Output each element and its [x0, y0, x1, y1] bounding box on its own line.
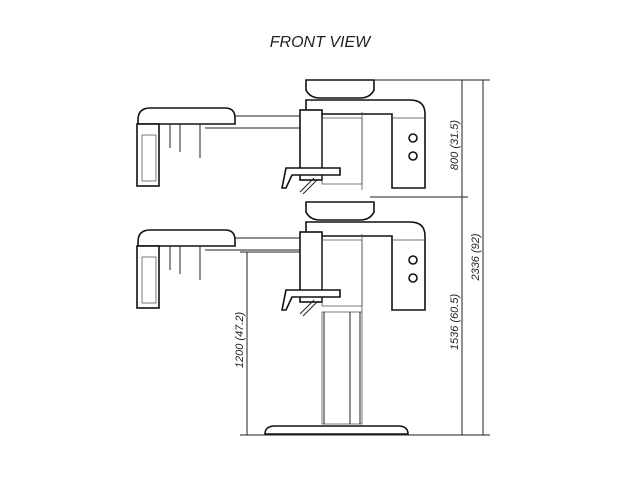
dimension-lines — [240, 79, 490, 436]
dim-1536: 1536 (60.5) — [449, 294, 461, 351]
drawing-title: FRONT VIEW — [269, 34, 371, 51]
upper-unit — [136, 79, 426, 195]
dim-800: 800 (31.5) — [449, 120, 461, 170]
column — [264, 311, 409, 435]
dim-1200: 1200 (47.2) — [234, 312, 246, 369]
dim-2336: 2336 (92) — [470, 233, 482, 281]
lower-unit — [136, 201, 426, 317]
